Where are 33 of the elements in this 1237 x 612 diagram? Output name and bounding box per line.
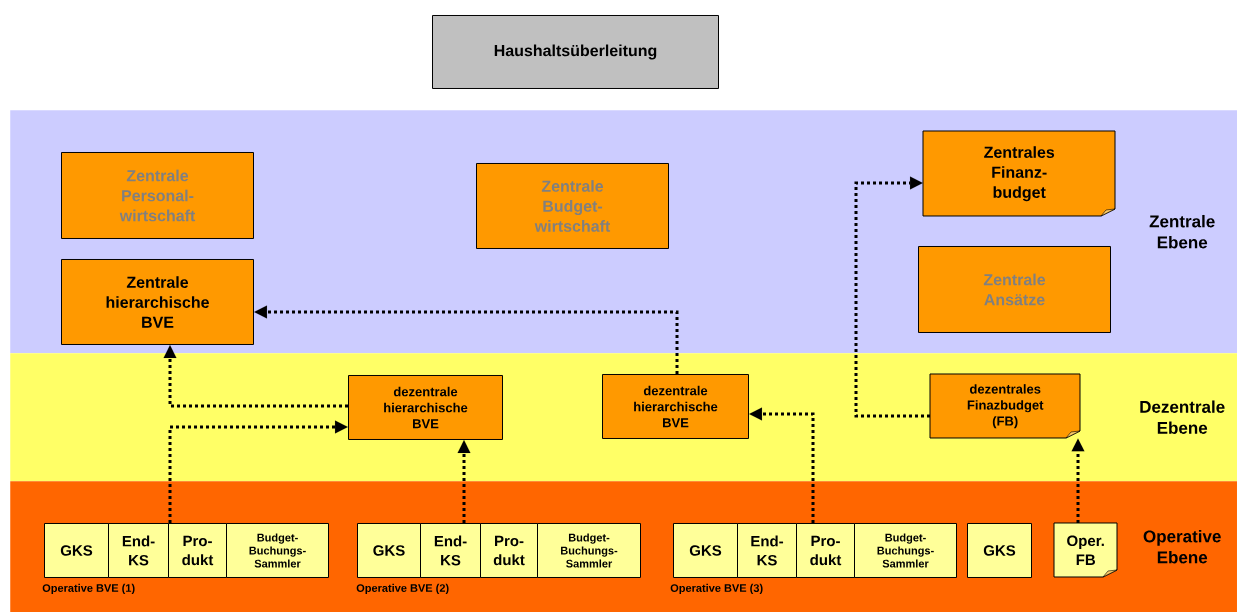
table-cell: End-KS — [420, 523, 481, 578]
table-cell: GKS — [673, 523, 738, 578]
table-cell: Budget-Buchungs-Sammler — [537, 523, 641, 578]
process-box: Zentrale Budget-wirtschaft — [476, 163, 669, 249]
group-caption: Operative BVE (1) — [42, 583, 135, 595]
table-cell: GKS — [357, 523, 421, 578]
arrow — [457, 440, 471, 523]
group-caption: Operative BVE (2) — [356, 583, 449, 595]
process-box: dezentrale hierarchische BVE — [348, 375, 503, 440]
process-box: dezentrale hierarchische BVE — [602, 374, 749, 439]
table-cell: Pro-dukt — [796, 523, 855, 578]
table-cell: Pro-dukt — [168, 523, 227, 578]
arrow — [163, 345, 348, 408]
process-box: Zentrale Personal-wirtschaft — [61, 152, 254, 239]
process-box: Zentrale Ansätze — [918, 246, 1111, 333]
table-cell: Pro-dukt — [480, 523, 538, 578]
arrow — [254, 305, 679, 374]
note-box: dezentrales Finazbudget (FB) — [929, 373, 1081, 439]
table-cell: Budget-Buchungs-Sammler — [226, 523, 329, 578]
arrow — [1071, 438, 1085, 523]
note-box: Oper. FB — [1053, 522, 1118, 578]
process-box: Zentrale hierarchische BVE — [61, 259, 254, 345]
note-box: Zentrales Finanz-budget — [922, 130, 1116, 217]
table-cell: GKS — [44, 523, 109, 578]
table-cell: End-KS — [108, 523, 169, 578]
arrow — [749, 407, 815, 523]
title-box: Haushaltsüberleitung — [432, 15, 719, 89]
table-cell: Budget-Buchungs-Sammler — [854, 523, 957, 578]
group-caption: Operative BVE (3) — [670, 583, 763, 595]
arrow — [168, 420, 348, 523]
table-cell: GKS — [967, 523, 1032, 578]
table-cell: End-KS — [737, 523, 797, 578]
arrow — [854, 176, 930, 418]
